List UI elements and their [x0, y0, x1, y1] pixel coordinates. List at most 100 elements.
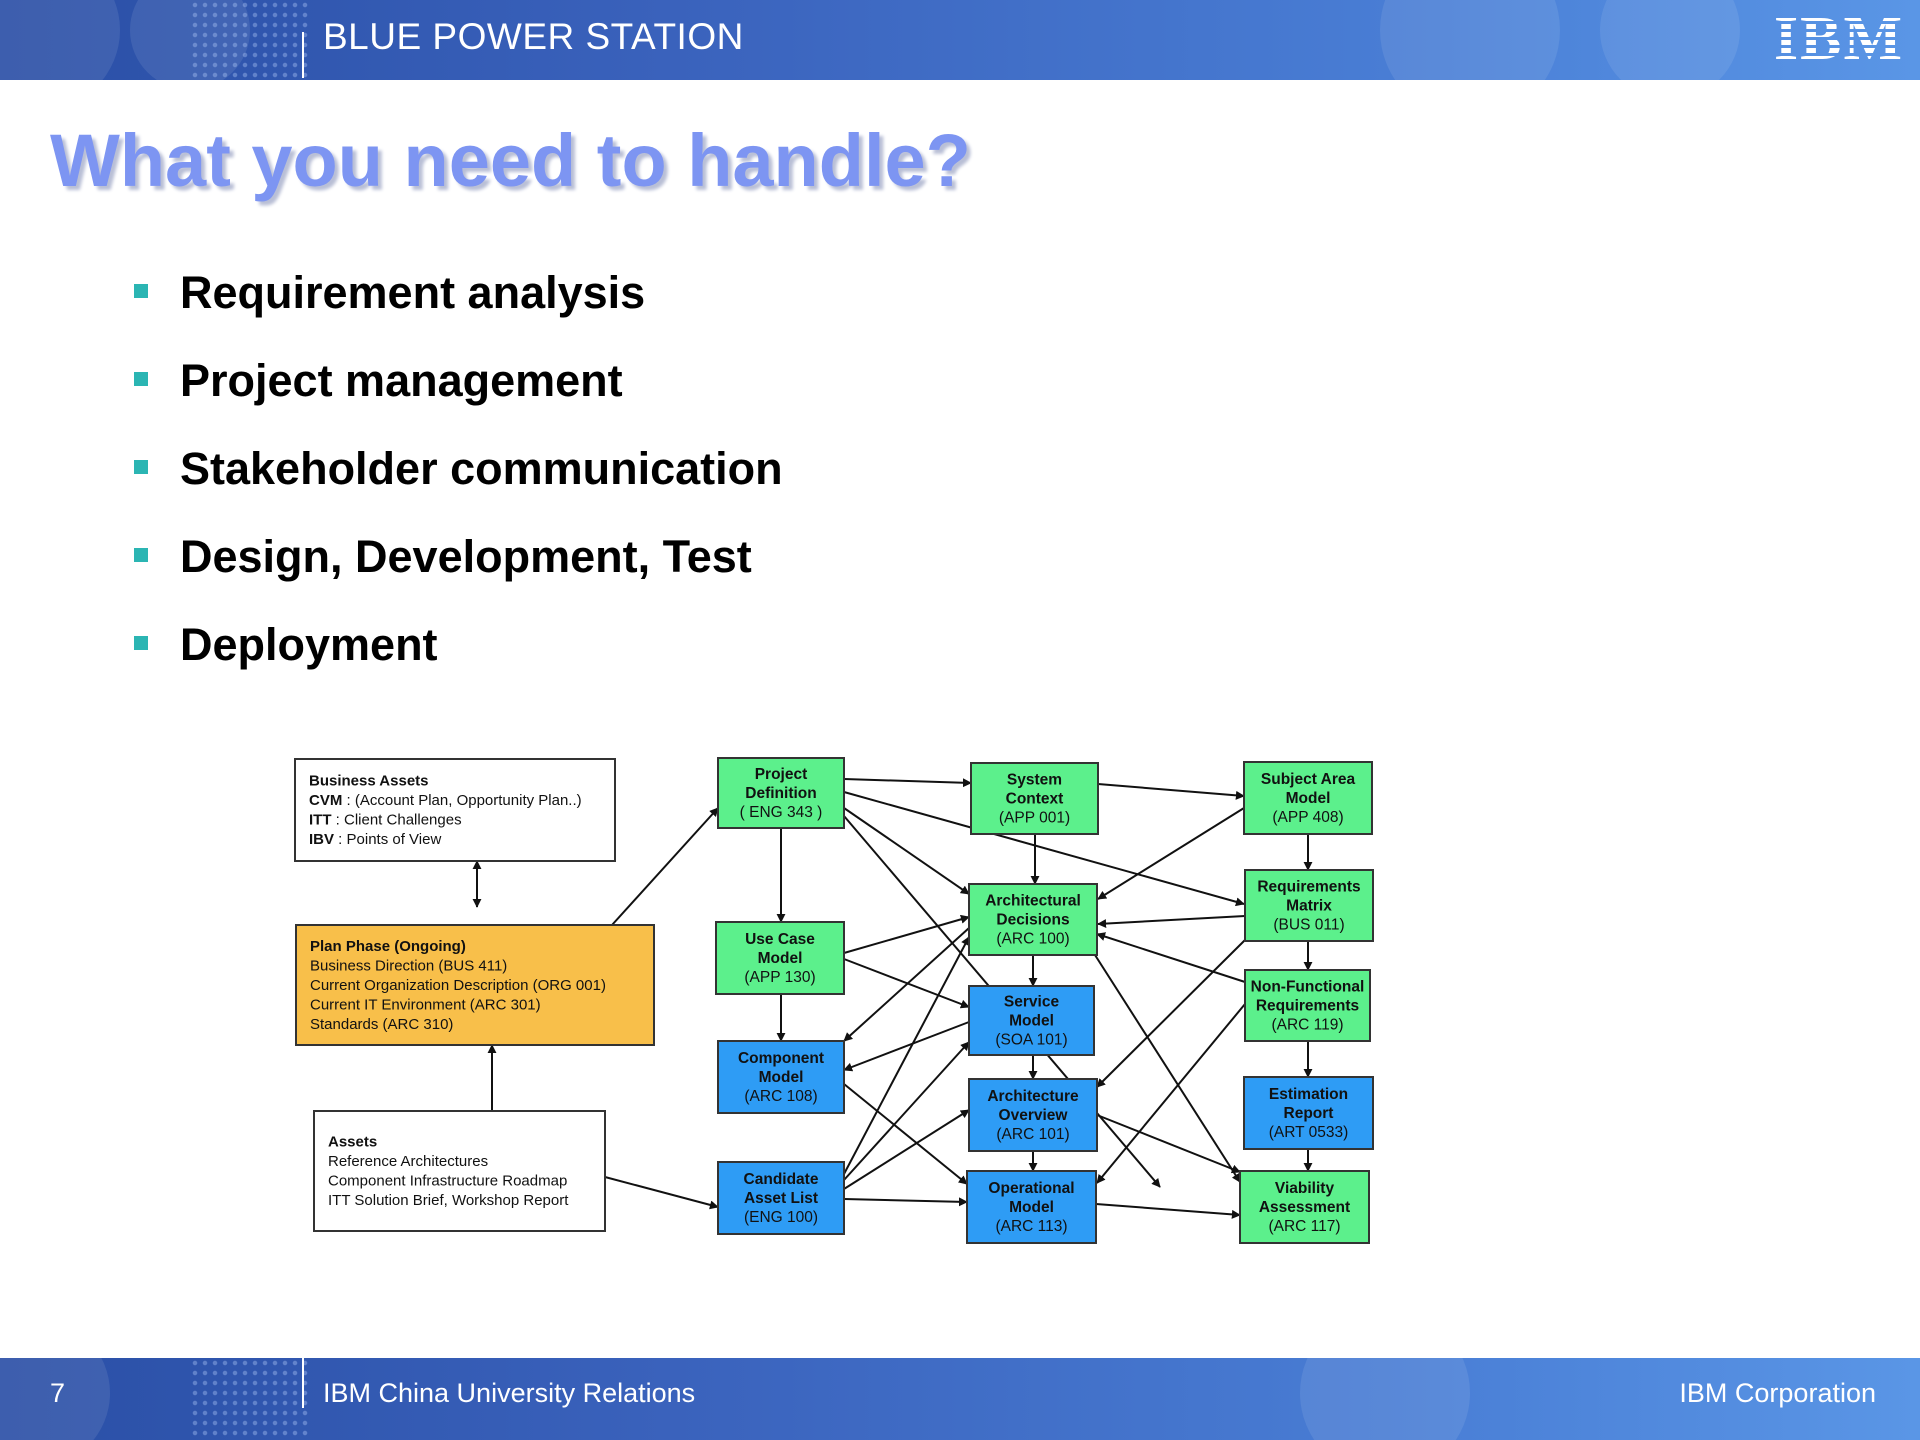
- node-system-context-label: System: [1007, 771, 1062, 788]
- node-assets-label: Reference Architectures: [328, 1153, 488, 1170]
- connector-arrow: [843, 807, 970, 895]
- header-bar: BLUE POWER STATION IBM: [0, 0, 1920, 80]
- connector-arrow: [843, 1109, 970, 1190]
- node-non-functional-requirements-label: Requirements: [1256, 997, 1359, 1014]
- node-viability-assessment-box: [1239, 1170, 1370, 1244]
- node-project-definition-label: ( ENG 343 ): [740, 804, 823, 821]
- node-use-case-model-label: (APP 130): [744, 969, 815, 986]
- node-plan-phase-box: [295, 924, 655, 1046]
- node-plan-phase-label: Standards (ARC 310): [310, 1016, 453, 1033]
- node-assets-label: Component Infrastructure Roadmap: [328, 1173, 567, 1190]
- node-non-functional-requirements-box: [1244, 969, 1371, 1042]
- node-service-model-label: Model: [1009, 1012, 1054, 1029]
- node-use-case-model-box: [715, 921, 845, 995]
- node-service-model-box: [968, 985, 1095, 1056]
- connector-arrow: [843, 791, 1245, 907]
- node-requirements-matrix-label: (BUS 011): [1273, 916, 1344, 933]
- node-business-assets-label: CVM : (Account Plan, Opportunity Plan..): [309, 792, 582, 809]
- node-subject-area-model-box: [1243, 761, 1373, 835]
- node-service-model-label: Service: [1004, 993, 1060, 1010]
- header-decoration: [1600, 0, 1740, 80]
- node-candidate-asset-list-label: Asset List: [744, 1190, 818, 1207]
- connector-arrow: [843, 914, 970, 954]
- header-separator: [302, 32, 304, 78]
- bullet-list: Requirement analysis Project management …: [134, 262, 783, 702]
- node-component-model-label: (ARC 108): [744, 1088, 817, 1105]
- ibm-logo: IBM: [1774, 5, 1904, 73]
- node-project-definition-label: Project: [755, 766, 808, 783]
- node-estimation-report-box: [1243, 1076, 1374, 1150]
- connector-arrow: [1096, 1003, 1246, 1184]
- node-plan-phase-label: Current IT Environment (ARC 301): [310, 996, 541, 1013]
- connector-arrow: [1097, 807, 1245, 900]
- header-dot-pattern: [190, 0, 310, 80]
- header-title: BLUE POWER STATION: [323, 16, 744, 57]
- node-subject-area-model-label: Model: [1286, 790, 1331, 807]
- footer-bar: 7 IBM China University Relations IBM Cor…: [0, 1358, 1920, 1440]
- connector-arrow: [843, 936, 970, 1175]
- connector-arrow: [843, 958, 970, 1009]
- slide-title: What you need to handle?: [50, 119, 971, 202]
- connector-arrow: [1097, 915, 1246, 929]
- bullet-item: Project management: [134, 350, 783, 438]
- bullet-text: Requirement analysis: [180, 267, 646, 318]
- bullet-text: Stakeholder communication: [180, 443, 783, 494]
- node-architectural-decisions-box: [968, 883, 1098, 956]
- header-decoration: [0, 0, 120, 80]
- node-candidate-asset-list-label: Candidate: [744, 1171, 819, 1188]
- node-operational-model-box: [966, 1170, 1097, 1244]
- page-number: 7: [50, 1378, 66, 1408]
- node-use-case-model-label: Use Case: [745, 931, 815, 948]
- node-business-assets-label: Business Assets: [309, 773, 429, 790]
- header-decoration: [1380, 0, 1560, 80]
- node-viability-assessment-label: (ARC 117): [1268, 1218, 1340, 1235]
- bullet-item: Stakeholder communication: [134, 438, 783, 526]
- node-estimation-report-label: (ART 0533): [1269, 1124, 1349, 1141]
- node-architecture-overview-label: (ARC 101): [996, 1126, 1069, 1143]
- connector-arrow: [604, 1176, 719, 1210]
- node-use-case-model-label: Model: [758, 950, 803, 967]
- node-non-functional-requirements-label: (ARC 119): [1271, 1016, 1343, 1033]
- bullet-square-icon: [134, 372, 148, 386]
- footer-org: IBM China University Relations: [323, 1378, 696, 1408]
- node-estimation-report-label: Report: [1284, 1105, 1334, 1122]
- footer-dot-pattern: [190, 1358, 310, 1438]
- node-subject-area-model-label: (APP 408): [1272, 809, 1343, 826]
- node-business-assets-label: ITT : Client Challenges: [309, 812, 462, 829]
- node-assets-label: Assets: [328, 1134, 377, 1151]
- node-plan-phase-label: Current Organization Description (ORG 00…: [310, 977, 606, 994]
- node-candidate-asset-list-label: (ENG 100): [744, 1209, 818, 1226]
- node-system-context-label: (APP 001): [999, 809, 1070, 826]
- connector-arrow: [843, 1083, 968, 1185]
- header-decoration: [130, 0, 250, 80]
- node-candidate-asset-list-box: [717, 1161, 845, 1235]
- connector-arrow: [1095, 1203, 1241, 1219]
- node-operational-model-label: Operational: [988, 1180, 1074, 1197]
- node-architectural-decisions-label: (ARC 100): [996, 930, 1069, 947]
- node-architecture-overview-label: Architecture: [987, 1088, 1079, 1105]
- node-viability-assessment-label: Viability: [1275, 1180, 1335, 1197]
- connector-arrow: [1096, 939, 1246, 1088]
- node-architectural-decisions-label: Decisions: [996, 911, 1069, 928]
- connector-arrow: [1096, 932, 1246, 983]
- footer-corp: IBM Corporation: [1679, 1378, 1876, 1408]
- node-operational-model-label: (ARC 113): [995, 1218, 1067, 1235]
- node-subject-area-model-label: Subject Area: [1261, 771, 1356, 788]
- node-assets-label: ITT Solution Brief, Workshop Report: [328, 1192, 569, 1209]
- node-project-definition-label: Definition: [745, 785, 816, 802]
- connector-arrow: [843, 927, 970, 1042]
- node-system-context-label: Context: [1006, 790, 1064, 807]
- bullet-square-icon: [134, 460, 148, 474]
- bullet-text: Project management: [180, 355, 623, 406]
